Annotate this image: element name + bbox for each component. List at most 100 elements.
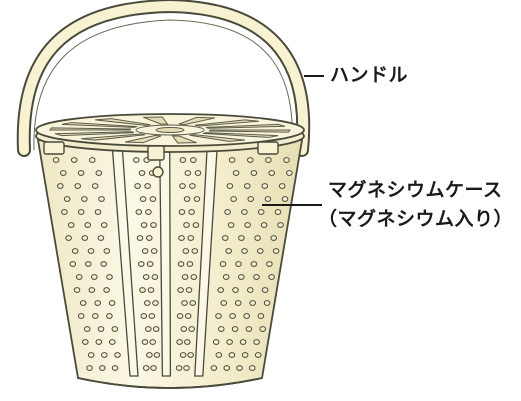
perforation-hole [244,183,251,189]
lid-slot [124,135,162,144]
perforation-hole [152,300,159,306]
perforation-hole [88,287,96,293]
perforation-hole [178,235,185,241]
perforation-hole [136,235,144,241]
perforation-hole [257,313,265,319]
perforation-hole [181,300,188,306]
perforation-hole [176,313,184,319]
perforation-hole [109,339,116,345]
perforation-hole [228,352,236,358]
lid-slot [54,131,135,137]
perforation-hole [179,183,186,189]
perforation-hole [92,313,99,319]
lid-slot [143,116,169,125]
perforation-hole [133,157,140,163]
perforation-hole [134,183,141,189]
perforation-hole [254,235,261,241]
perforation-hole [250,261,258,267]
handle-label: ハンドル [330,64,409,86]
perforation-hole [257,248,264,254]
lid-slot [171,135,197,144]
lid-slot [194,119,259,127]
perforation-hole [150,365,157,371]
perforation-hole [60,170,67,176]
perforation-hole [97,235,105,241]
perforation-hole [259,326,267,332]
lid-slot [202,132,279,138]
perforation-hole [244,222,251,228]
perforation-hole [222,235,229,241]
perforation-hole [70,157,78,163]
perforation-hole [253,339,260,345]
perforation-hole [141,248,149,254]
perforation-hole [139,196,147,202]
perforation-hole [254,352,262,358]
perforation-hole [190,157,197,163]
perforation-hole [232,287,239,293]
perforation-hole [183,365,190,371]
perforation-hole [139,287,146,293]
perforation-hole [95,339,103,345]
perforation-hole [71,248,79,254]
perforation-hole [69,261,77,267]
perforation-hole [210,365,218,371]
perforation-hole [274,209,282,215]
lid-slot [49,127,132,131]
perforation-hole [82,339,89,345]
perforation-hole [247,196,254,202]
perforation-hole [111,365,119,371]
perforation-hole [277,222,284,228]
perforation-hole [81,196,88,202]
perforation-hole [140,313,148,319]
perforation-hole [95,170,103,176]
perforation-hole [91,274,98,280]
perforation-hole [146,235,153,241]
perforation-hole [185,287,193,293]
perforation-hole [179,157,187,163]
perforation-hole [186,261,194,267]
perforation-hole [250,170,258,176]
lid-slot [208,129,291,133]
perforation-hole [187,352,194,358]
lid-clips [43,141,279,178]
perforation-hole [153,352,161,358]
perforation-hole [77,313,85,319]
perforation-hole [189,300,196,306]
perforation-hole [215,313,222,319]
perforation-hole [180,326,188,332]
perforation-hole [67,222,75,228]
perforation-hole [61,209,68,215]
perforation-hole [97,326,105,332]
perforation-hole [249,300,256,306]
perforation-hole [75,274,83,280]
perforation-hole [286,170,293,176]
perforation-hole [94,300,101,306]
perforation-hole [138,261,145,267]
perforation-hole [249,365,256,371]
perforation-hole [260,222,268,228]
perforation-hole [183,196,191,202]
perforation-hole [238,274,245,280]
perforation-hole [179,352,187,358]
perforation-hole [191,248,199,254]
perforation-hole [144,300,151,306]
perforation-hole [181,274,189,280]
perforation-hole [193,196,201,202]
perforation-hole [184,339,191,345]
perforation-hole [188,326,195,332]
perforation-hole [229,313,236,319]
perforation-hole [101,352,108,358]
perforation-hole [106,274,113,280]
perforation-hole [79,300,87,306]
perforation-hole [192,222,200,228]
perforation-hole [142,274,150,280]
perforation-hole [81,235,89,241]
perforation-hole [212,339,220,345]
perforation-hole [147,287,155,293]
perforation-hole [145,326,152,332]
perforation-hole [241,352,249,358]
perforation-hole [215,352,223,358]
lid-slot [189,134,245,142]
perforation-hole [247,157,254,163]
perforation-hole [146,261,154,267]
